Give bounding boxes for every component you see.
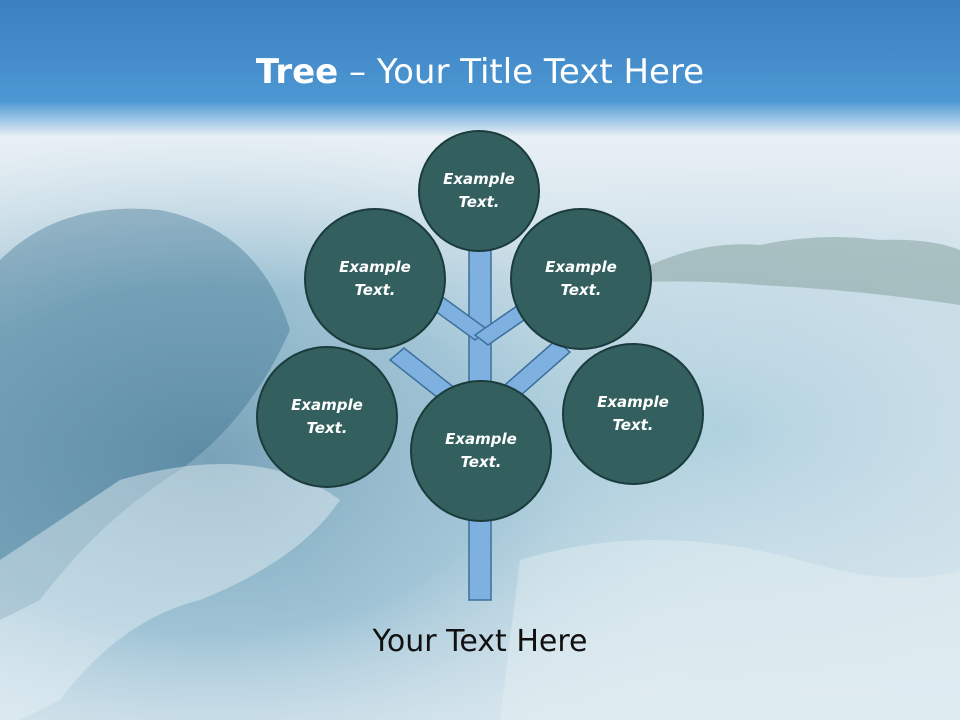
- title-bold-part: Tree: [255, 52, 339, 92]
- node-top: Example Text.: [418, 130, 540, 252]
- title-regular-part: – Your Title Text Here: [338, 52, 705, 92]
- node-upper-left-label: Example Text.: [339, 258, 411, 299]
- node-lower-left-label: Example Text.: [291, 396, 363, 437]
- node-upper-left: Example Text.: [304, 208, 446, 350]
- node-lower-right: Example Text.: [562, 343, 704, 485]
- slide-title: Tree – Your Title Text Here: [0, 52, 960, 92]
- node-lower-right-label: Example Text.: [597, 393, 669, 434]
- footer-text: Your Text Here: [372, 624, 588, 659]
- node-center-label: Example Text.: [445, 430, 517, 471]
- node-top-label: Example Text.: [443, 170, 515, 211]
- node-upper-right-label: Example Text.: [545, 258, 617, 299]
- node-center: Example Text.: [410, 380, 552, 522]
- node-upper-right: Example Text.: [510, 208, 652, 350]
- node-lower-left: Example Text.: [256, 346, 398, 488]
